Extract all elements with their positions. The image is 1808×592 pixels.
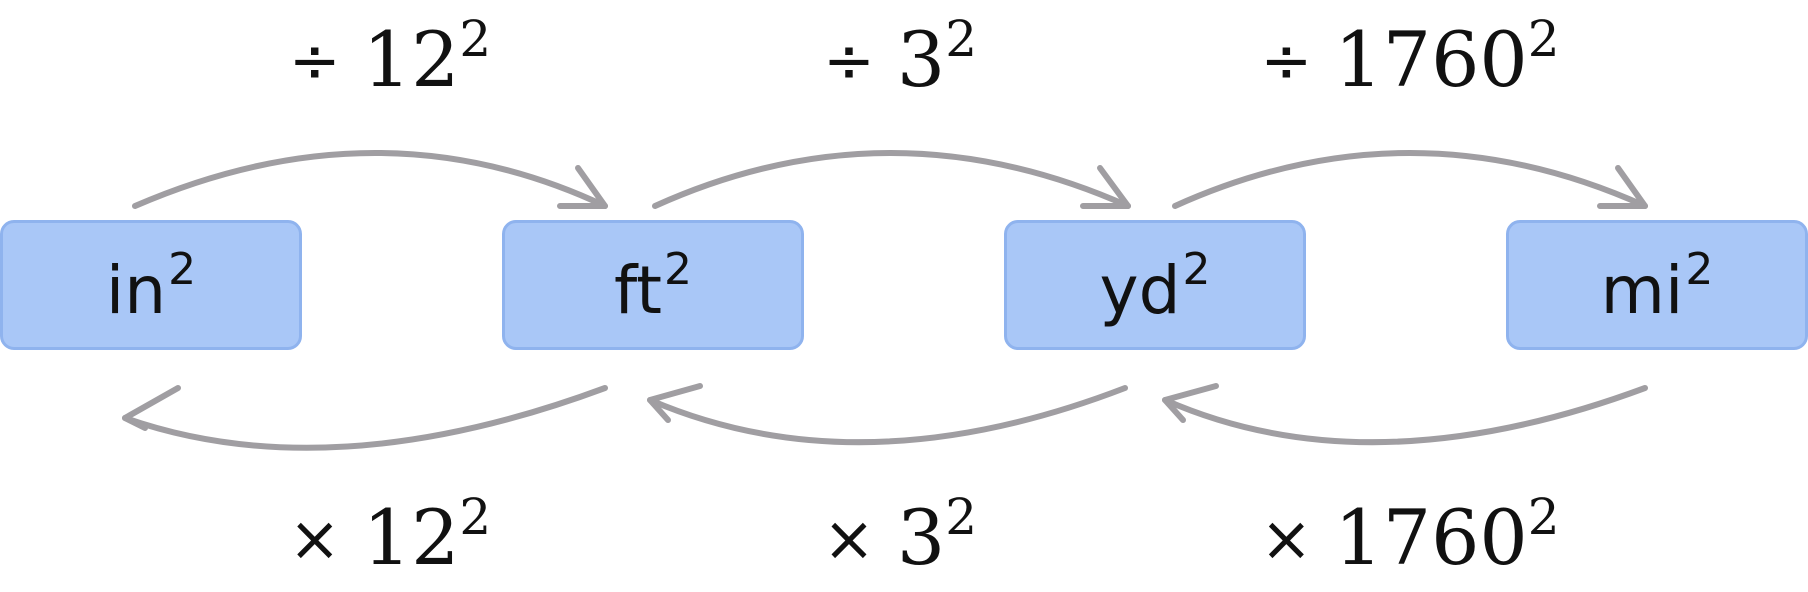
unit-box-yd-squared: yd2 bbox=[1004, 220, 1306, 350]
unit-label: in2 bbox=[105, 244, 197, 329]
unit-box-mi-squared: mi2 bbox=[1506, 220, 1808, 350]
arrow-mi-to-yd-head bbox=[1162, 383, 1219, 423]
unit-label: ft2 bbox=[614, 244, 692, 329]
arrow-ft-to-yd-head bbox=[1080, 165, 1131, 209]
arrow-yd-to-ft-head bbox=[647, 383, 703, 423]
arrow-ft-to-yd bbox=[652, 150, 1131, 209]
arrow-yd-to-mi bbox=[1172, 150, 1648, 209]
arrow-in-to-ft bbox=[132, 150, 608, 209]
arrow-yd-to-mi-head bbox=[1597, 165, 1648, 209]
arrow-in-to-ft-head bbox=[557, 165, 608, 209]
arrow-ft-to-in bbox=[122, 385, 608, 451]
unit-box-ft-squared: ft2 bbox=[502, 220, 804, 350]
factor-yd-to-ft: ×32 bbox=[822, 487, 978, 582]
unit-box-in-squared: in2 bbox=[0, 220, 302, 350]
factor-in-to-ft: ÷122 bbox=[288, 9, 492, 104]
unit-label: mi2 bbox=[1600, 244, 1714, 329]
factor-ft-to-in: ×122 bbox=[288, 487, 492, 582]
unit-label: yd2 bbox=[1099, 244, 1211, 329]
arrow-ft-to-in-head bbox=[122, 385, 181, 431]
factor-yd-to-mi: ÷17602 bbox=[1260, 9, 1560, 104]
factor-mi-to-yd: ×17602 bbox=[1260, 487, 1560, 582]
factor-ft-to-yd: ÷32 bbox=[822, 9, 978, 104]
arrow-yd-to-ft bbox=[647, 385, 1128, 446]
arrow-mi-to-yd bbox=[1162, 385, 1648, 446]
